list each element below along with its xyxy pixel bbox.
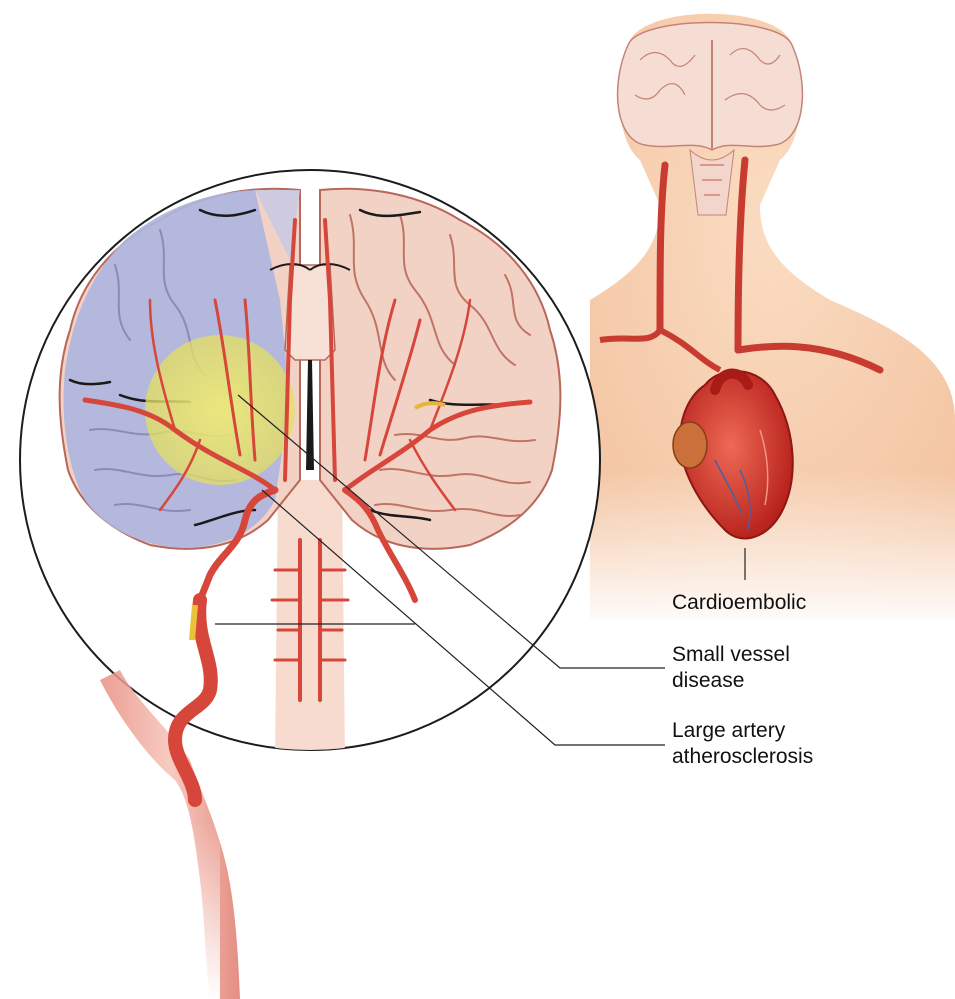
magnified-brain-section — [20, 170, 600, 760]
label-small-vessel-disease: Small vessel disease — [672, 642, 872, 694]
label-large-artery-line1: Large artery — [672, 718, 872, 744]
label-small-vessel-line1: Small vessel — [672, 642, 872, 668]
label-small-vessel-line2: disease — [672, 668, 872, 694]
label-large-artery-atherosclerosis: Large artery atherosclerosis — [672, 718, 872, 770]
head-brain — [618, 23, 803, 216]
label-cardioembolic: Cardioembolic — [672, 590, 806, 616]
head-silhouette — [580, 14, 955, 630]
label-large-artery-line2: atherosclerosis — [672, 744, 872, 770]
